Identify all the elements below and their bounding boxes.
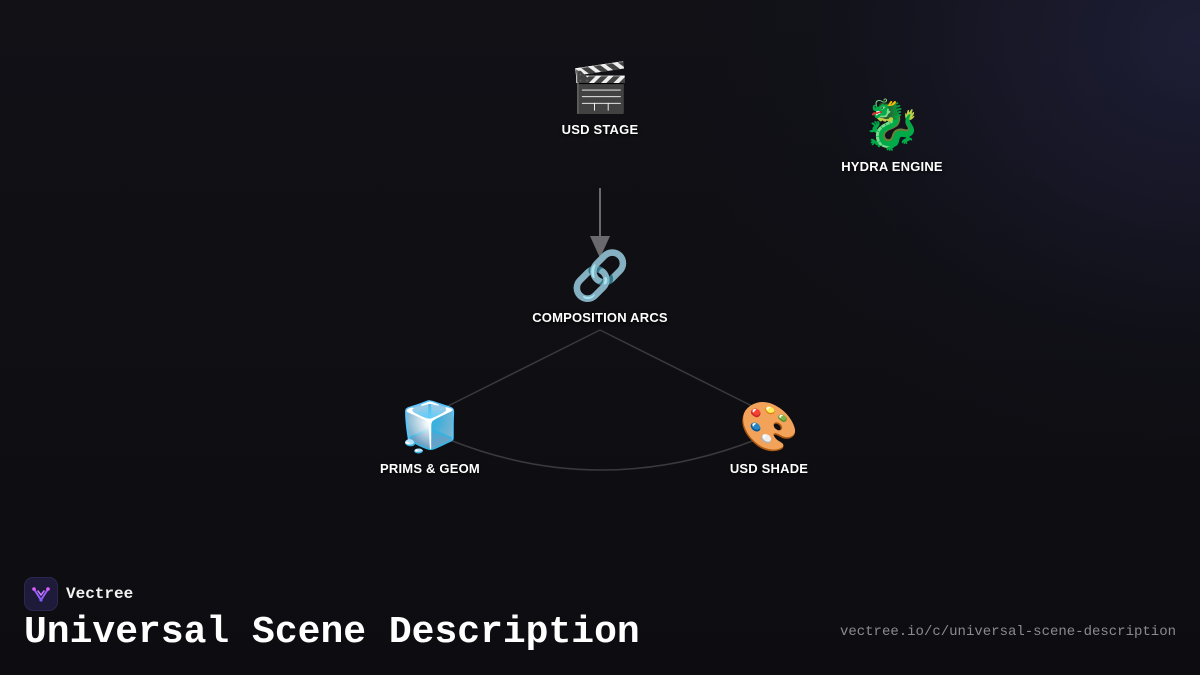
node-prims-geom[interactable]: 🧊 PRIMS & GEOM: [330, 399, 530, 476]
edge-prims-geom-to-usd-shade: [449, 439, 756, 471]
brand[interactable]: Vectree: [24, 577, 133, 611]
node-label: USD SHADE: [729, 461, 809, 476]
node-usd-shade[interactable]: 🎨 USD SHADE: [669, 399, 869, 476]
edge-composition-arcs-to-usd-shade: [599, 329, 761, 411]
page-title: Universal Scene Description: [24, 611, 640, 654]
node-label: HYDRA ENGINE: [841, 159, 943, 174]
vectree-logo-icon: [24, 577, 58, 611]
brand-name: Vectree: [66, 585, 134, 603]
clapper-board-icon: 🎬: [570, 60, 630, 116]
node-label: COMPOSITION ARCS: [532, 310, 668, 325]
source-url[interactable]: vectree.io/c/universal-scene-description: [839, 624, 1176, 640]
dragon-icon: 🐉: [862, 97, 922, 153]
node-label: USD STAGE: [561, 122, 639, 137]
node-usd-stage[interactable]: 🎬 USD STAGE: [500, 60, 700, 137]
palette-icon: 🎨: [739, 399, 799, 455]
edge-composition-arcs-to-prims-geom: [439, 329, 601, 411]
node-composition-arcs[interactable]: 🔗 COMPOSITION ARCS: [500, 248, 700, 325]
node-hydra-engine[interactable]: 🐉 HYDRA ENGINE: [792, 97, 992, 174]
node-label: PRIMS & GEOM: [380, 461, 480, 476]
ice-cube-icon: 🧊: [400, 399, 460, 455]
link-icon: 🔗: [570, 248, 630, 304]
arrowhead-icon: [590, 236, 610, 258]
